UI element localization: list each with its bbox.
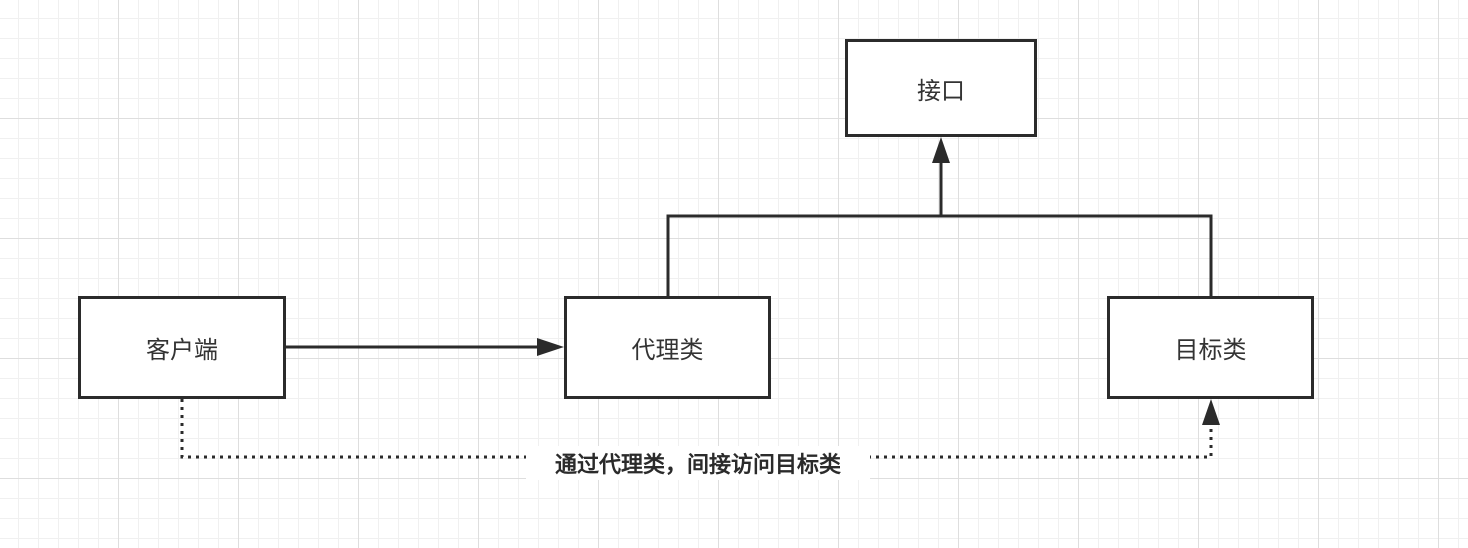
proxy-class-node-label: 代理类: [631, 336, 704, 364]
arrowhead-client-to-proxy-icon: [537, 338, 564, 356]
target-class-node[interactable]: 目标类: [1107, 296, 1314, 399]
edge-target-to-interface: [941, 214, 1213, 296]
proxy-class-node[interactable]: 代理类: [564, 296, 771, 399]
edge-proxy-to-interface: [666, 214, 941, 296]
arrowhead-to-interface-icon: [932, 137, 950, 163]
client-node[interactable]: 客户端: [78, 296, 286, 399]
arrowhead-to-target-icon: [1202, 399, 1220, 425]
interface-node[interactable]: 接口: [845, 39, 1037, 137]
interface-node-label: 接口: [917, 76, 965, 105]
client-node-label: 客户端: [146, 336, 218, 364]
indirect-access-label: 通过代理类，间接访问目标类: [526, 446, 870, 480]
target-class-node-label: 目标类: [1174, 336, 1247, 364]
